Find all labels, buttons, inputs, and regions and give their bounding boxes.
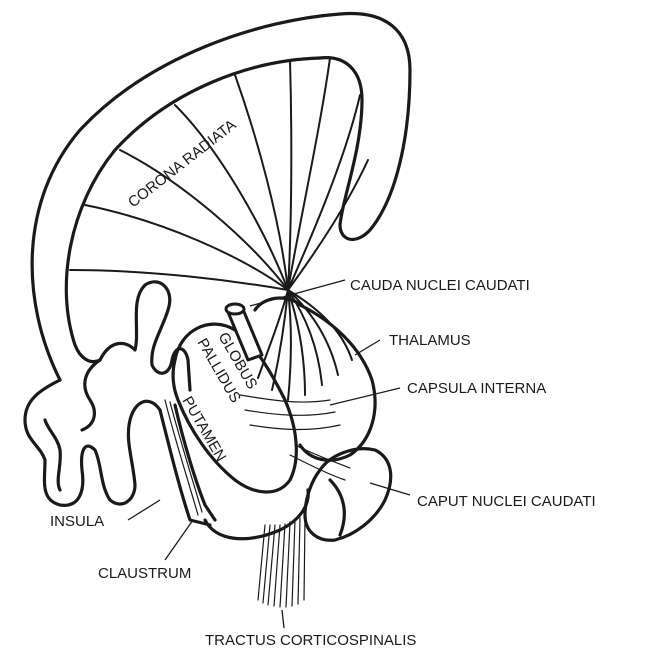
label-insula: INSULA: [50, 513, 104, 530]
caudate-head-divider: [330, 480, 344, 535]
insula-gyri: [100, 282, 190, 390]
label-capsula-interna: CAPSULA INTERNA: [407, 380, 546, 397]
label-caput-nuclei-caudati: CAPUT NUCLEI CAUDATI: [417, 493, 596, 510]
caput-nuclei-caudati-shape: [305, 449, 391, 541]
leader-insula: [128, 500, 160, 520]
leader-thalamus: [355, 340, 380, 355]
lentiform-base: [205, 490, 308, 539]
temporal-gyri: [25, 380, 160, 505]
corona-radiata-fibers: [70, 58, 368, 290]
temporal-inner-gyri: [45, 420, 60, 490]
label-tractus-corticospinalis: TRACTUS CORTICOSPINALIS: [205, 632, 416, 649]
label-cauda-nuclei-caudati: CAUDA NUCLEI CAUDATI: [350, 277, 530, 294]
label-claustrum: CLAUSTRUM: [98, 565, 191, 582]
leader-capsula: [330, 388, 400, 405]
insula-inner-gyri: [82, 360, 100, 430]
leader-claustrum: [165, 520, 193, 560]
leader-tractus: [282, 610, 284, 628]
label-thalamus: THALAMUS: [389, 332, 471, 349]
